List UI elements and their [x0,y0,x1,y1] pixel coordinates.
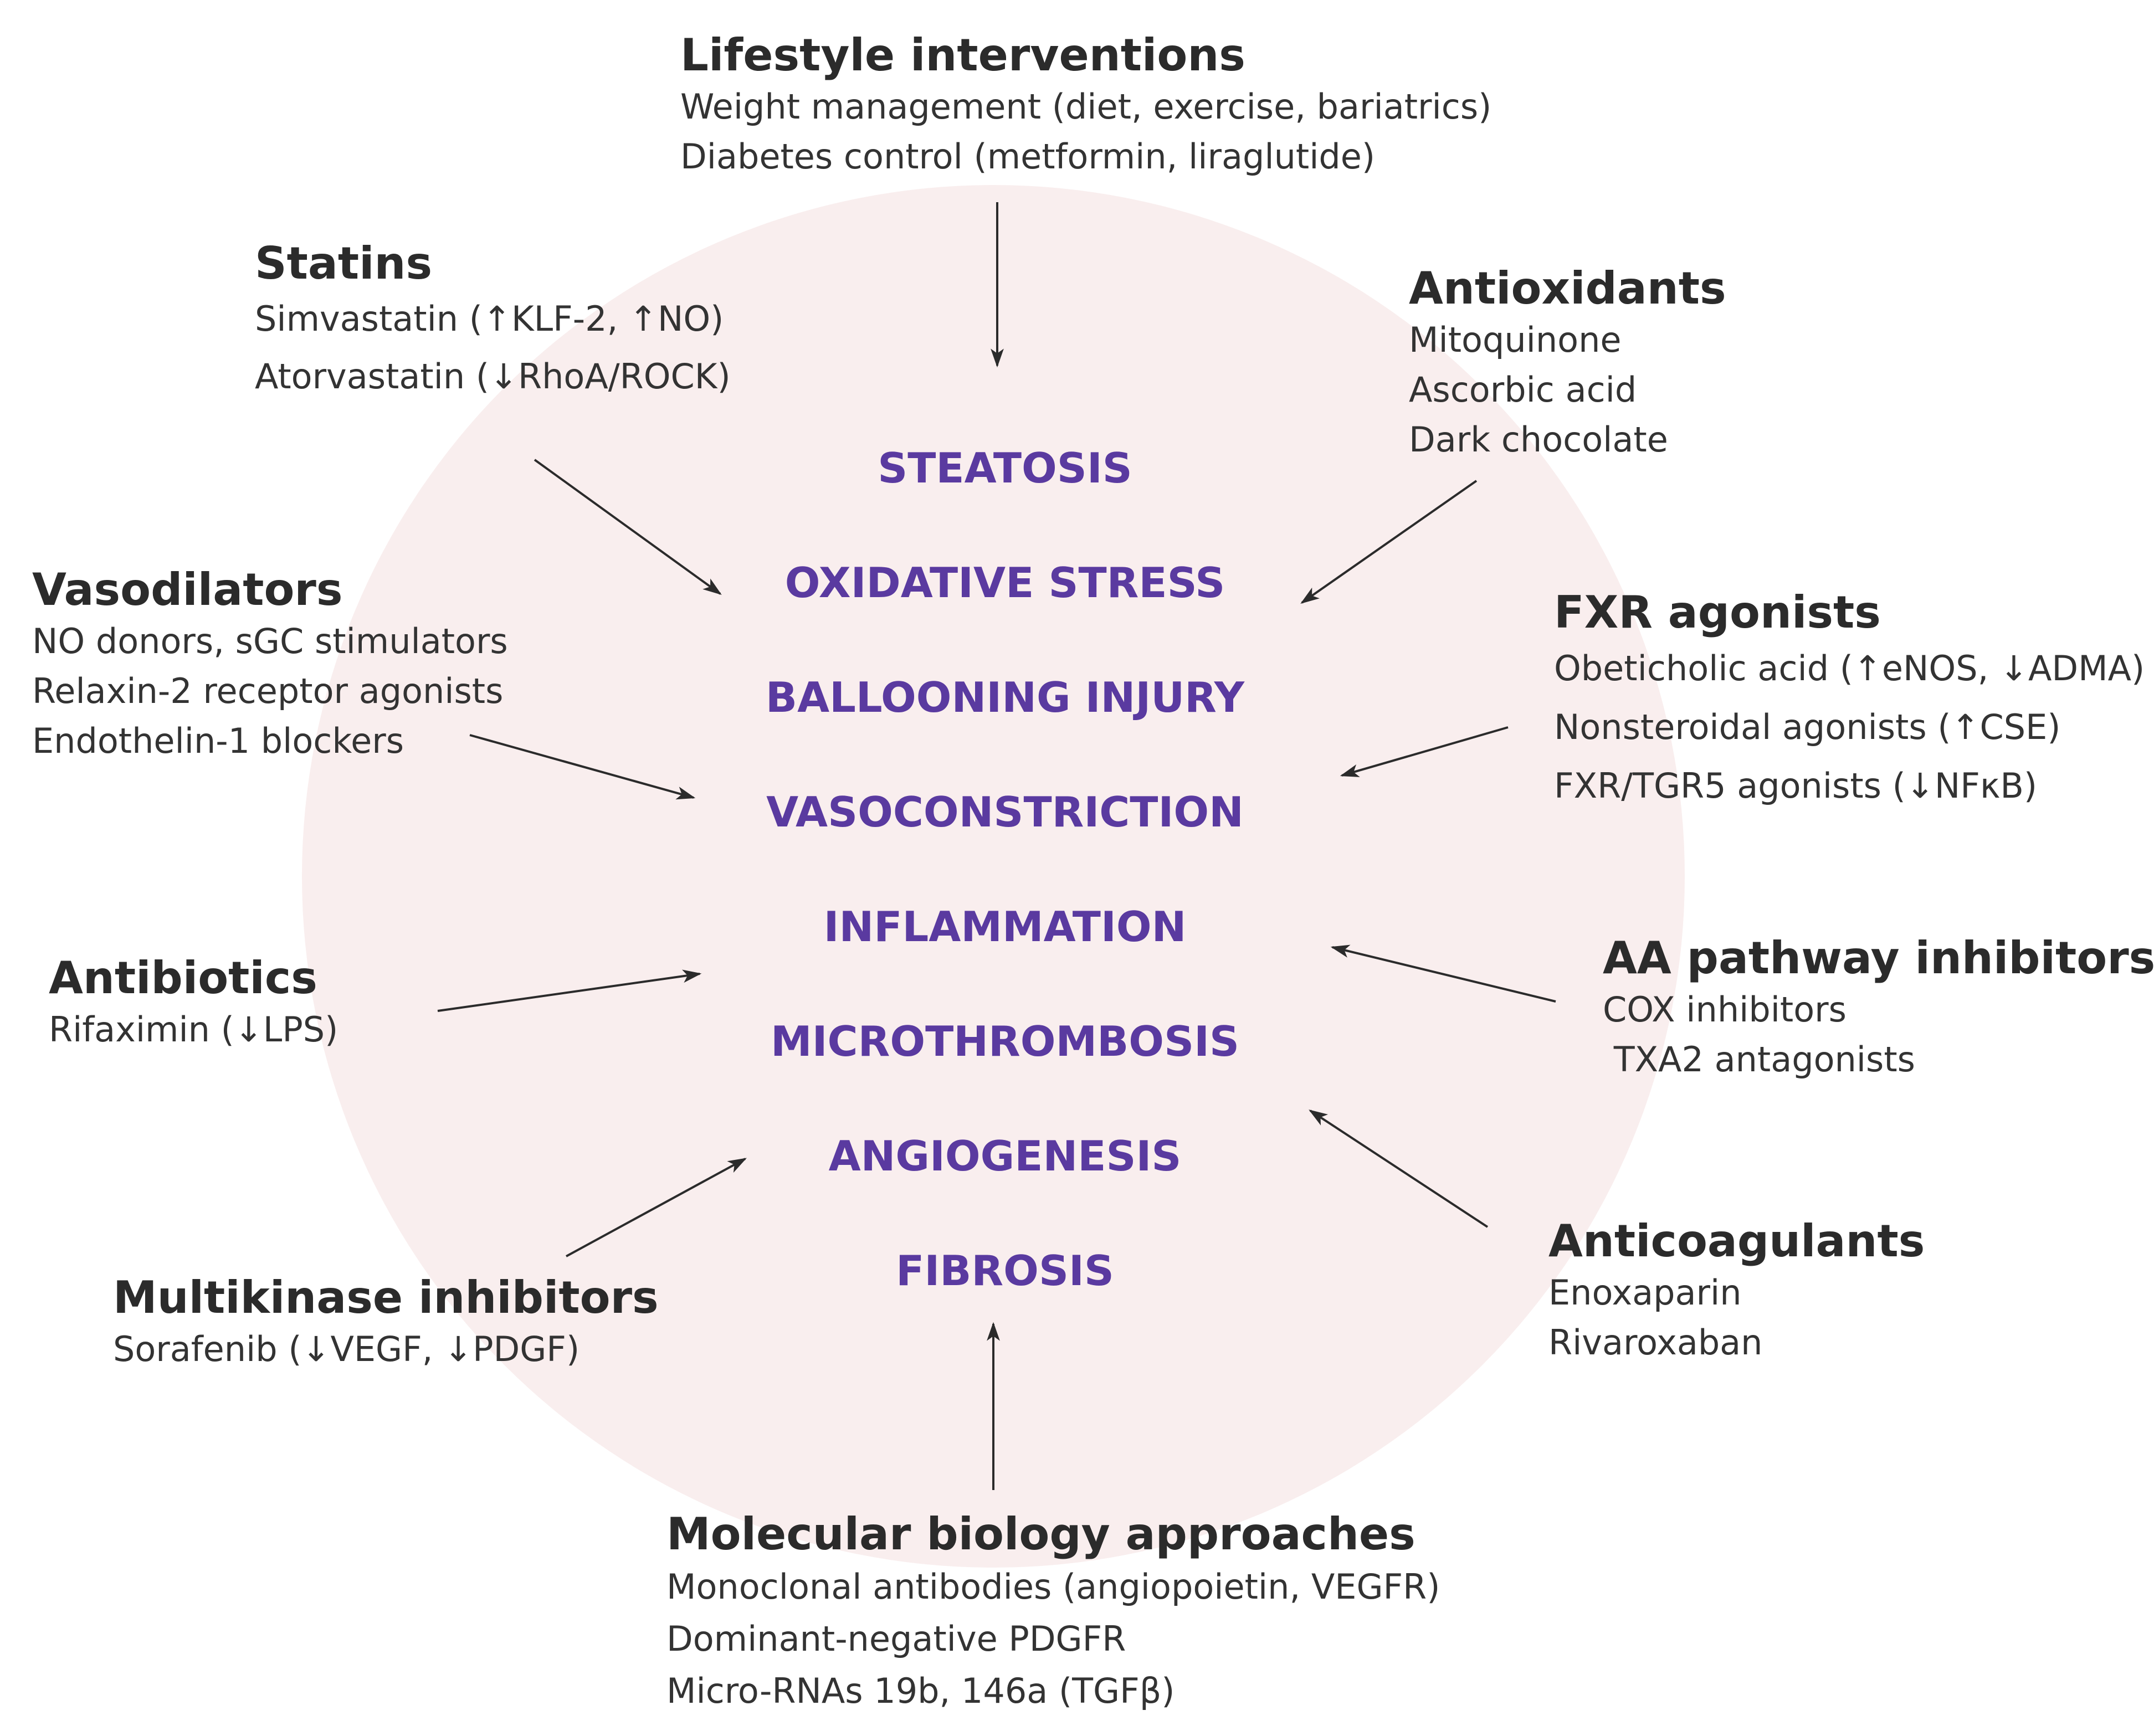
group-item: Dark chocolate [1409,419,1668,460]
group-title: Lifestyle interventions [680,29,1245,81]
group-item: Rifaximin (↓LPS) [49,1009,339,1050]
process-vasoconstriction: VASOCONSTRICTION [766,788,1244,836]
process-angiogenesis: ANGIOGENESIS [828,1132,1182,1180]
group-lifestyle: Lifestyle interventions Weight managemen… [680,29,1491,182]
arrow-antioxidants [1300,480,1478,604]
group-item: Diabetes control (metformin, liraglutide… [680,136,1376,177]
group-fxr-agonists: FXR agonists Obeticholic acid (↑eNOS, ↓A… [1554,586,2145,815]
group-antioxidants: Antioxidants Mitoquinone Ascorbic acid D… [1409,262,1726,465]
arrow-statins [534,459,722,595]
group-statins: Statins Simvastatin (↑KLF-2, ↑NO) Atorva… [255,237,731,405]
group-item: Obeticholic acid (↑eNOS, ↓ADMA) [1554,648,2145,689]
process-steatosis: STEATOSIS [878,444,1132,492]
group-title: AA pathway inhibitors [1603,932,2154,984]
group-aa-pathway-inhibitors: AA pathway inhibitors COX inhibitors TXA… [1603,932,2154,1085]
group-vasodilators: Vasodilators NO donors, sGC stimulators … [32,563,508,766]
group-item: FXR/TGR5 agonists (↓NFκB) [1554,766,2038,806]
group-item: Weight management (diet, exercise, baria… [680,86,1492,127]
group-title: Antioxidants [1409,263,1726,314]
process-fibrosis: FIBROSIS [896,1246,1114,1295]
process-ballooning-injury: BALLOONING INJURY [765,673,1245,722]
group-anticoagulants: Anticoagulants Enoxaparin Rivaroxaban [1548,1215,1925,1368]
group-item: COX inhibitors [1603,989,1847,1030]
group-item: Enoxaparin [1548,1272,1742,1313]
process-oxidative-stress: OXIDATIVE STRESS [784,558,1225,607]
group-item: Nonsteroidal agonists (↑CSE) [1554,707,2061,747]
group-item: Sorafenib (↓VEGF, ↓PDGF) [113,1329,580,1369]
group-item: Rivaroxaban [1548,1322,1763,1363]
group-item: Mitoquinone [1409,320,1622,360]
group-item: Atorvastatin (↓RhoA/ROCK) [255,356,731,397]
arrow-vasodilators [469,734,696,800]
group-title: Statins [255,238,433,289]
group-item: Ascorbic acid [1409,369,1637,410]
group-antibiotics: Antibiotics Rifaximin (↓LPS) [49,952,338,1055]
arrow-anticoagulants [1309,1110,1489,1228]
group-item: Relaxin-2 receptor agonists [32,671,504,711]
group-molecular-biology: Molecular biology approaches Monoclonal … [666,1508,1440,1717]
group-title: Antibiotics [49,952,317,1004]
group-title: Vasodilators [32,564,343,615]
process-microthrombosis: MICROTHROMBOSIS [770,1017,1240,1066]
arrow-aa [1330,944,1556,1003]
group-title: Molecular biology approaches [666,1508,1416,1560]
group-item: Micro-RNAs 19b, 146a (TGFβ) [666,1671,1175,1711]
group-title: Multikinase inhibitors [113,1272,659,1323]
group-title: Anticoagulants [1548,1215,1925,1267]
group-multikinase-inhibitors: Multikinase inhibitors Sorafenib (↓VEGF,… [113,1271,659,1374]
group-title: FXR agonists [1554,587,1881,638]
group-item: Dominant-negative PDGFR [666,1619,1126,1659]
arrow-fxr [1340,726,1509,777]
arrow-antibiotics [437,969,702,1012]
process-inflammation: INFLAMMATION [823,902,1187,951]
group-item: Simvastatin (↑KLF-2, ↑NO) [255,299,724,339]
group-item: NO donors, sGC stimulators [32,621,508,661]
background-circle [302,185,1685,1568]
arrow-multikinase [566,1158,747,1257]
group-item: TXA2 antagonists [1603,1039,1915,1080]
group-item: Endothelin-1 blockers [32,721,404,761]
group-item: Monoclonal antibodies (angiopoietin, VEG… [666,1566,1440,1607]
